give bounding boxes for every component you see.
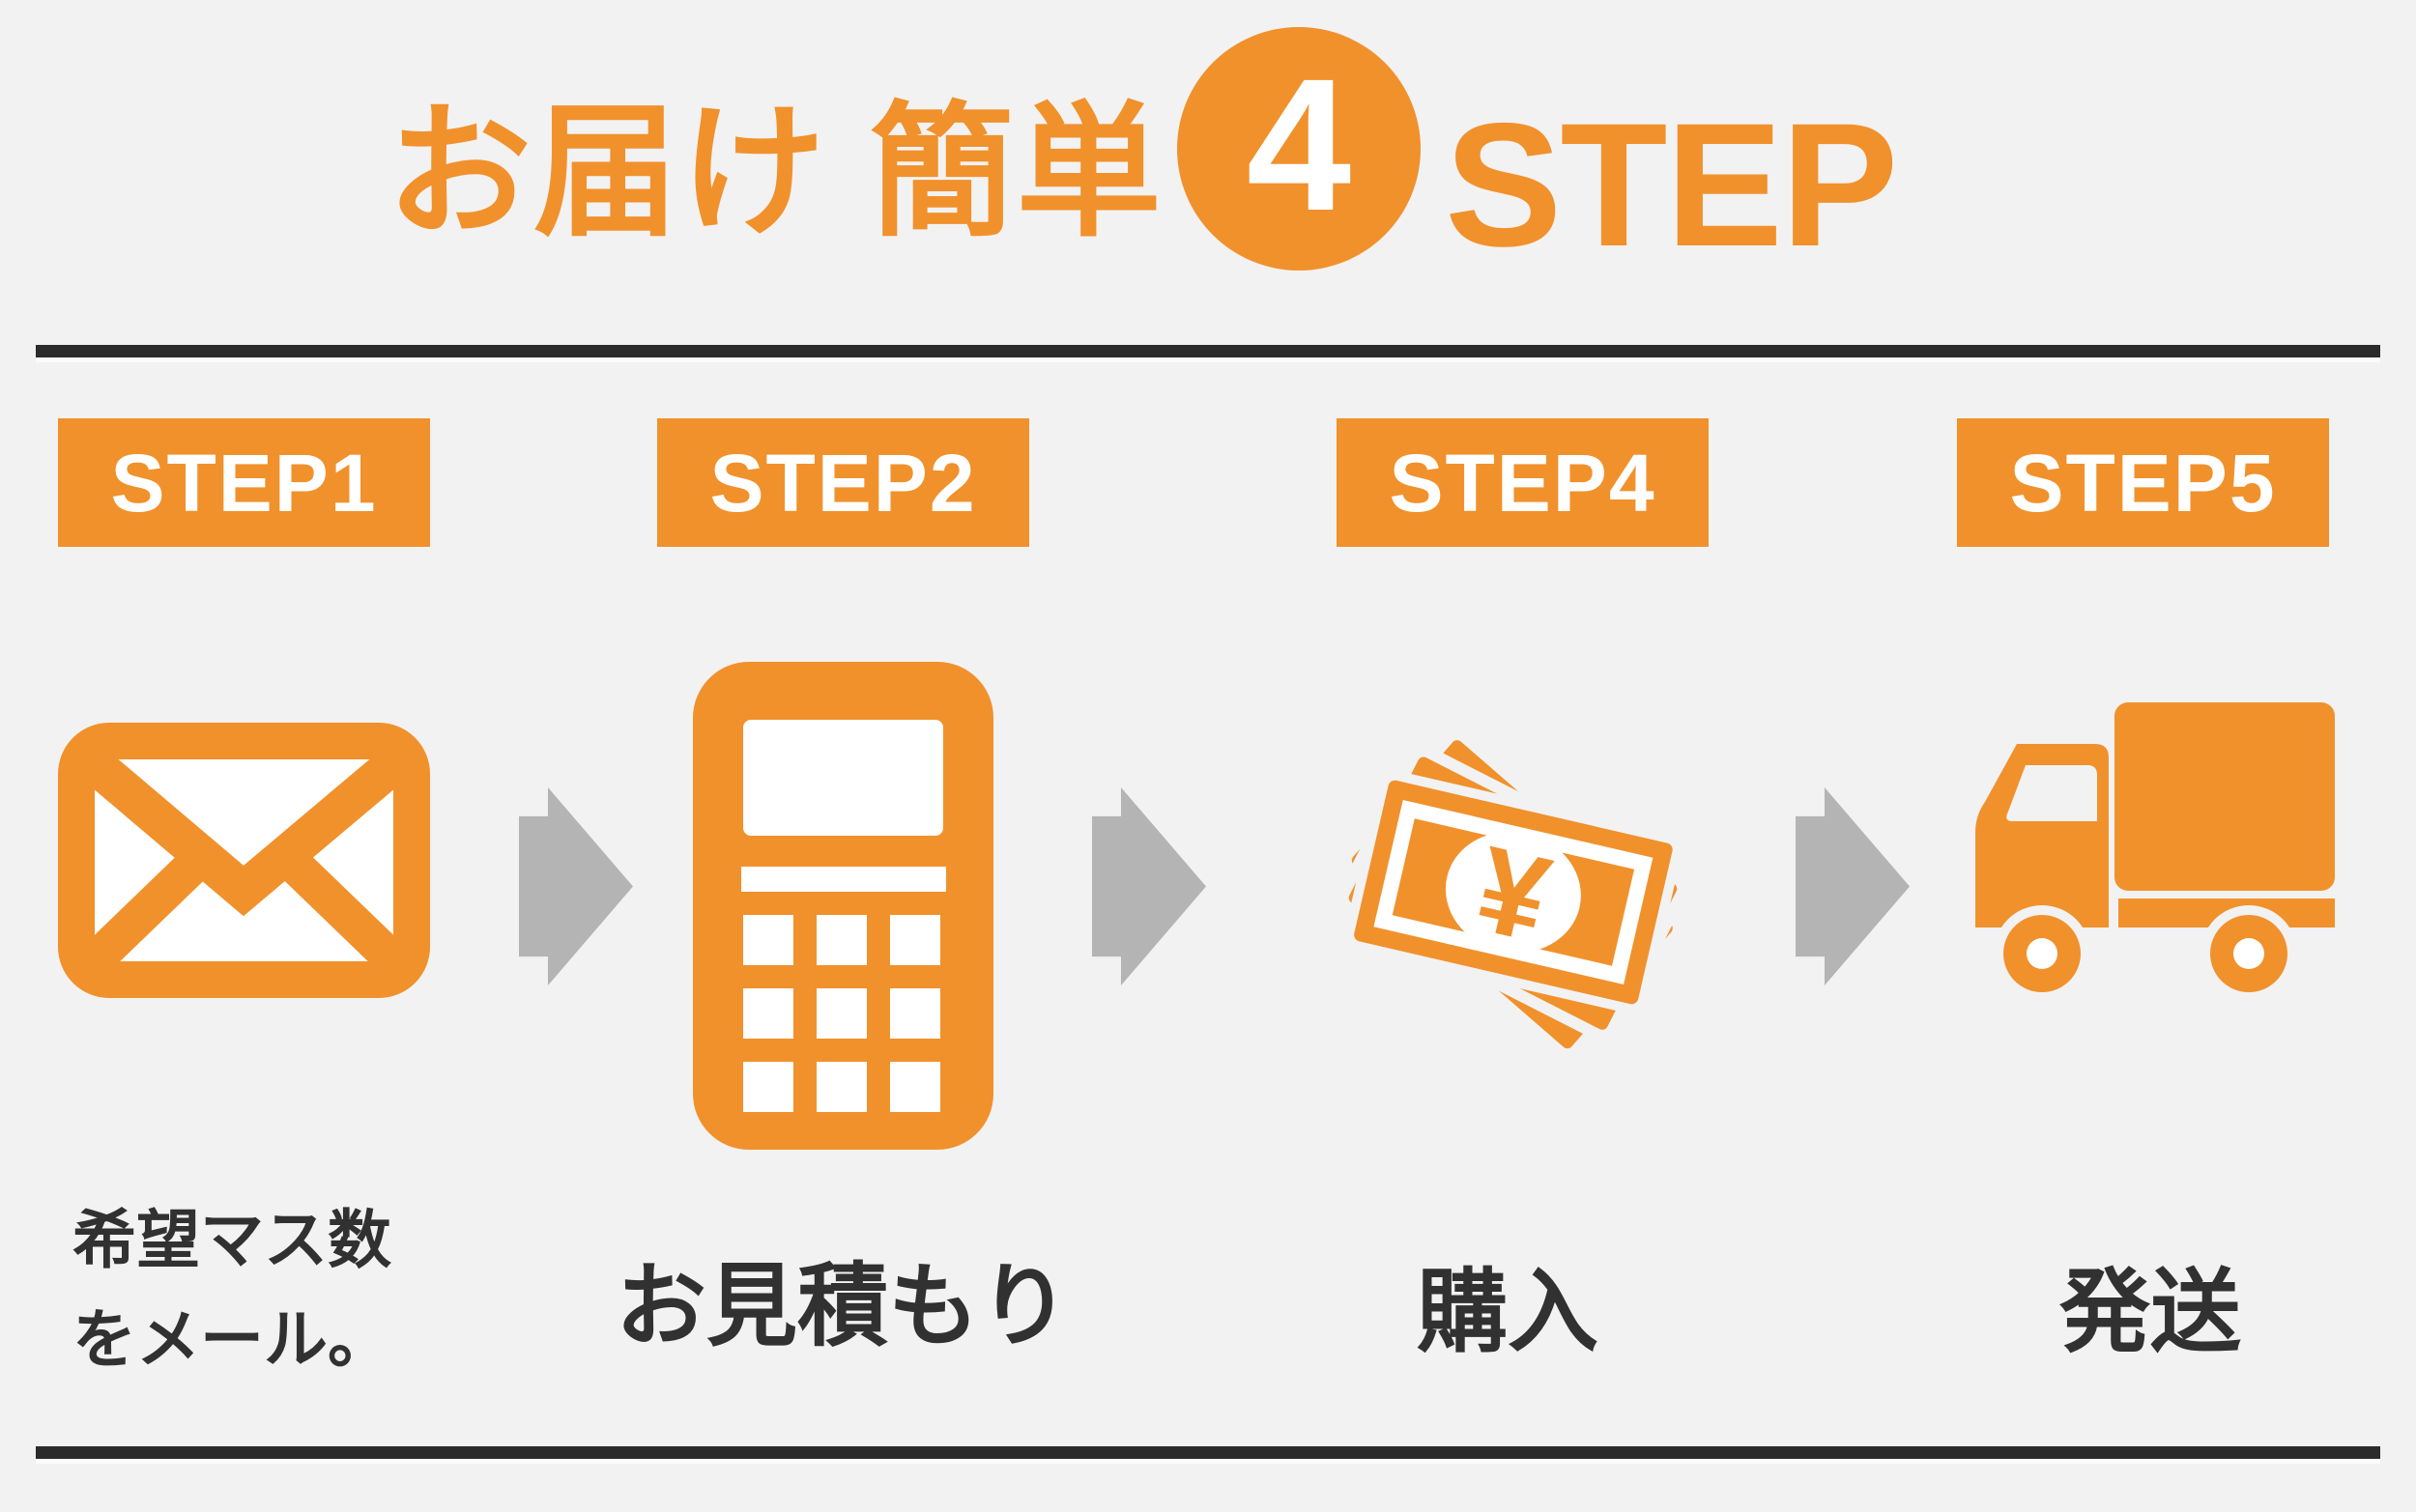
money-icon: ¥	[1329, 728, 1689, 1082]
step-count-badge: 4	[1177, 27, 1421, 271]
step1-caption-line2: をメール。	[72, 1303, 391, 1375]
step1-caption: 希望マス数 をメール。	[72, 1190, 391, 1389]
step4-caption: 購入	[1416, 1261, 1598, 1362]
step5-caption: 発送	[2058, 1261, 2241, 1362]
step1-caption-line1: 希望マス数	[72, 1204, 391, 1275]
step1-badge: STEP1	[58, 418, 430, 547]
top-divider	[36, 345, 2380, 357]
bottom-divider	[36, 1446, 2380, 1459]
step2-caption: お見積もり	[615, 1255, 1070, 1356]
step2-badge: STEP2	[657, 418, 1029, 547]
mail-icon	[58, 723, 430, 998]
page-title: お届け 簡単	[387, 91, 1164, 253]
calculator-icon	[693, 662, 993, 1150]
step4-badge: STEP4	[1337, 418, 1709, 547]
truck-icon	[1962, 698, 2339, 1002]
arrow-right-icon	[1092, 787, 1206, 985]
step5-badge: STEP5	[1957, 418, 2329, 547]
step-count-number: 4	[1246, 39, 1352, 250]
arrow-right-icon	[519, 787, 633, 985]
page-title-step-word: STEP	[1445, 86, 1898, 283]
arrow-right-icon	[1796, 787, 1910, 985]
